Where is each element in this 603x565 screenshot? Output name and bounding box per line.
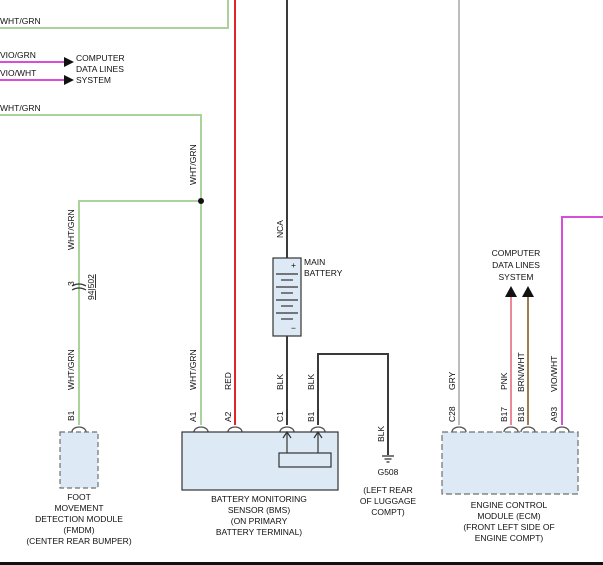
ecm-name-l4: ENGINE COMPT) — [475, 533, 544, 543]
ecm-name-l2: MODULE (ECM) — [477, 511, 540, 521]
wire-blk-b1-to-ground — [317, 353, 389, 455]
computer-data-lines-top-l1: COMPUTER — [76, 53, 125, 63]
wire-label-nca: NCA — [275, 220, 285, 238]
ground-wire-label: BLK — [376, 426, 386, 442]
arrow-vio-grn — [64, 57, 74, 67]
bms-name-l4: BATTERY TERMINAL) — [216, 527, 302, 537]
ground-icon — [382, 455, 394, 463]
bms-box — [181, 431, 339, 491]
battery-plus: + — [291, 260, 296, 270]
wire-label-brn-wht: BRN/WHT — [516, 352, 526, 392]
arrow-brn-wht — [522, 286, 534, 297]
wire-label-pnk: PNK — [499, 372, 509, 390]
fmdm-name-l1: FOOT — [67, 492, 91, 502]
bms-pin-a2: A2 — [223, 411, 233, 422]
wht-grn-splice-wires: WHT/GRN WHT/GRN — [78, 144, 204, 425]
wire-label-wht-grn-bms-lower: WHT/GRN — [188, 349, 198, 390]
battery-name-l2: BATTERY — [304, 268, 343, 278]
computer-data-lines-ecm-l2: DATA LINES — [492, 260, 540, 270]
computer-data-lines-ecm-l1: COMPUTER — [492, 248, 541, 258]
bms-name-l3: (ON PRIMARY — [231, 516, 288, 526]
wire-label-blk-2: BLK — [306, 374, 316, 390]
fmdm-pin-b1: B1 — [66, 410, 76, 421]
wire-label-red: RED — [223, 372, 233, 390]
ecm-pin-b18: B18 — [516, 407, 526, 422]
battery-name-l1: MAIN — [304, 257, 325, 267]
wire-label-wht-grn-bms-upper: WHT/GRN — [188, 144, 198, 185]
splice-dot — [198, 198, 204, 204]
fmdm-name-l3: DETECTION MODULE — [35, 514, 123, 524]
ground-loc-l1: (LEFT REAR — [363, 485, 412, 495]
ecm-box — [441, 431, 579, 495]
bms-name-l1: BATTERY MONITORING — [211, 494, 307, 504]
ecm-pin-terminals — [451, 426, 570, 433]
fmdm-connector-num: 3 — [66, 281, 76, 286]
main-battery-box — [272, 257, 302, 337]
wire-wht-grn-top — [0, 0, 229, 29]
wire-wht-grn-main — [0, 114, 202, 201]
ground-loc-l2: OF LUGGAGE — [360, 496, 417, 506]
computer-data-lines-top-l2: DATA LINES — [76, 64, 124, 74]
wire-vio-wht-ecm — [561, 216, 603, 425]
wire-label-vio-grn: VIO/GRN — [0, 50, 36, 60]
battery-minus: − — [291, 323, 296, 333]
fmdm-box — [59, 431, 99, 489]
wire-label-blk-1: BLK — [275, 374, 285, 390]
wire-label-wht-grn-top: WHT/GRN — [0, 16, 41, 26]
ecm-pin-c28: C28 — [447, 406, 457, 422]
ecm-wires: GRY PNK BRN/WHT COMPUTER DATA LINES SYST… — [447, 0, 603, 425]
arrow-pnk — [505, 286, 517, 297]
ecm-pin-b17: B17 — [499, 407, 509, 422]
bms-pin-b1: B1 — [306, 411, 316, 422]
ecm-pin-a93: A93 — [549, 407, 559, 422]
wire-label-gry: GRY — [447, 371, 457, 390]
fmdm-connector-ref: 94|502 — [86, 274, 96, 300]
red-wire-group: RED — [223, 0, 236, 425]
bottom-rule — [0, 562, 603, 565]
fmdm-name-l2: MOVEMENT — [54, 503, 103, 513]
wire-label-wht-grn-main: WHT/GRN — [0, 103, 41, 113]
fmdm-wire-label-lower: WHT/GRN — [66, 349, 76, 390]
fmdm-pin-terminal — [71, 426, 87, 433]
fmdm-name-l4: (FMDM) — [63, 525, 94, 535]
fmdm-inline-connector — [71, 283, 87, 291]
arrow-vio-wht — [64, 75, 74, 85]
ecm-name-l1: ENGINE CONTROL — [471, 500, 548, 510]
top-left-wires: WHT/GRN VIO/GRN VIO/WHT COMPUTER DATA LI… — [0, 0, 229, 201]
bms-pin-a1: A1 — [188, 411, 198, 422]
wire-label-vio-wht: VIO/WHT — [0, 68, 36, 78]
wire-label-vio-wht-ecm: VIO/WHT — [549, 356, 559, 392]
fmdm: WHT/GRN 3 94|502 WHT/GRN B1 FOOT MOVEMEN… — [26, 209, 131, 546]
bms-pin-terminals — [193, 426, 326, 433]
ground-id: G508 — [378, 467, 399, 477]
bms: A1 A2 C1 B1 BATTERY MONITORING SENSOR (B… — [181, 411, 339, 537]
fmdm-name-l5: (CENTER REAR BUMPER) — [26, 536, 131, 546]
computer-data-lines-ecm-l3: SYSTEM — [499, 272, 534, 282]
ground-g508: BLK G508 (LEFT REAR OF LUGGAGE COMPT) — [360, 426, 417, 517]
ground-loc-l3: COMPT) — [371, 507, 405, 517]
battery-cells-icon — [276, 273, 298, 320]
battery-group: NCA + − MAIN BATTERY BLK BLK — [272, 0, 389, 455]
bms-internal-shunt-icon — [278, 430, 332, 468]
computer-data-lines-top-l3: SYSTEM — [76, 75, 111, 85]
fmdm-wire-label-upper: WHT/GRN — [66, 209, 76, 250]
ecm: C28 B17 B18 A93 ENGINE CONTROL MODULE (E… — [441, 406, 579, 543]
bms-name-l2: SENSOR (BMS) — [228, 505, 291, 515]
wire-wht-grn-to-fmdm — [78, 200, 201, 425]
bms-pin-c1: C1 — [275, 411, 285, 422]
ecm-name-l3: (FRONT LEFT SIDE OF — [463, 522, 554, 532]
